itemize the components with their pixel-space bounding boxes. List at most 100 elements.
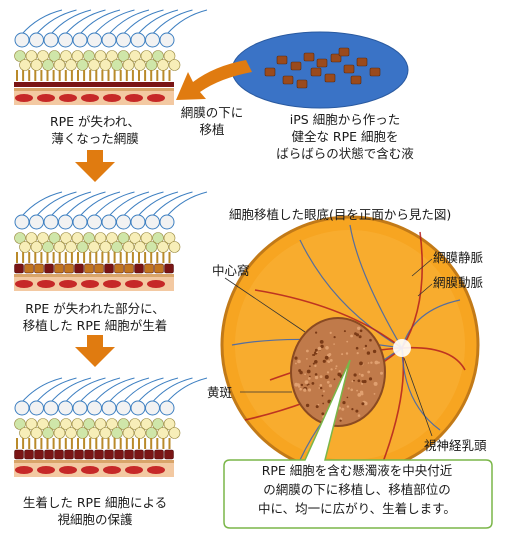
photoreceptor-line xyxy=(137,377,179,403)
speckle xyxy=(367,370,371,374)
cell-body xyxy=(152,418,164,430)
retinal-vein-label: 網膜静脈 xyxy=(433,250,484,265)
speckle xyxy=(312,354,314,356)
speckle xyxy=(361,402,365,406)
rpe-cell xyxy=(24,449,34,460)
speckle xyxy=(346,340,349,343)
leader-vein xyxy=(411,258,433,277)
photoreceptor-line xyxy=(94,377,135,403)
rpe-cell xyxy=(164,449,174,460)
photoreceptor-line xyxy=(108,191,150,217)
speckle xyxy=(355,333,359,337)
speckle xyxy=(321,412,325,416)
cell-body xyxy=(42,427,54,439)
choroid-vessel xyxy=(15,280,33,288)
graft-cell xyxy=(303,52,315,62)
retina-panel-engrafting xyxy=(14,191,208,291)
photoreceptor-nucleus xyxy=(130,214,146,230)
cell-body xyxy=(129,232,141,244)
photoreceptor-nucleus xyxy=(29,32,44,48)
cell-body xyxy=(88,241,100,253)
speckle xyxy=(380,371,383,375)
speckle xyxy=(342,401,346,405)
choroid-vessel xyxy=(81,280,99,288)
transplant-caption-line2: 移植 xyxy=(199,122,225,137)
cell-body xyxy=(99,59,112,71)
photoreceptor-line xyxy=(94,191,135,217)
callout-shape xyxy=(223,359,493,529)
speckle xyxy=(373,393,376,395)
rpe-cell xyxy=(94,449,104,460)
rpe-cell xyxy=(164,263,174,274)
photoreceptor-line xyxy=(36,191,77,217)
speckle xyxy=(314,373,318,376)
speckle xyxy=(368,377,373,381)
cell-body xyxy=(106,50,118,62)
choroid-vessel xyxy=(15,466,33,474)
suspension-ellipse xyxy=(231,31,409,109)
cell-body xyxy=(134,241,146,253)
speckle xyxy=(373,381,378,386)
speckle xyxy=(300,383,304,387)
cell-body xyxy=(117,232,130,244)
choroid-vessel xyxy=(59,466,77,474)
cell-body xyxy=(14,50,26,62)
photoreceptor-line xyxy=(152,191,193,217)
photoreceptor-line xyxy=(123,377,164,403)
callout-line1: RPE 細胞を含む懸濁液を中央付近 xyxy=(261,463,453,478)
photoreceptor-nucleus xyxy=(101,400,117,416)
cell-body xyxy=(19,241,31,253)
cell-body xyxy=(129,50,141,62)
speckle xyxy=(333,336,336,339)
photoreceptor-line xyxy=(152,9,193,35)
speckle xyxy=(357,414,361,417)
rpe-cell xyxy=(44,449,54,460)
speckle xyxy=(308,377,311,380)
choroid-vessel xyxy=(103,280,121,288)
cell-body xyxy=(168,427,181,439)
rpe-cell xyxy=(34,263,44,274)
suspension-caption-line2: 健全な RPE 細胞を xyxy=(291,129,399,144)
graft-area-speckle xyxy=(294,326,383,422)
cell-body xyxy=(122,427,135,439)
callout-box xyxy=(223,359,493,529)
speckle xyxy=(377,361,380,364)
suspension-caption: iPS 細胞から作った 健全な RPE 細胞を ばらばらの状態で含む液 xyxy=(255,111,435,162)
rpe-cell xyxy=(94,263,104,274)
down-arrow-1 xyxy=(75,150,115,182)
choroid-vessel xyxy=(125,466,143,474)
rpe-cell xyxy=(54,449,64,460)
photoreceptor-line xyxy=(79,377,121,403)
photoreceptor-nucleus xyxy=(116,214,131,230)
cell-body xyxy=(25,232,38,244)
choroid-vessel xyxy=(59,280,77,288)
speckle xyxy=(326,371,330,374)
cell-body xyxy=(94,418,107,430)
speckle xyxy=(335,365,338,368)
cell-body xyxy=(111,427,123,439)
speckle xyxy=(346,396,349,399)
choroid-vessel xyxy=(103,466,121,474)
rpe-cell xyxy=(44,263,54,274)
speckle xyxy=(304,380,309,384)
speckle xyxy=(321,394,324,397)
speckle xyxy=(324,375,329,379)
retinal-artery-label: 網膜動脈 xyxy=(433,275,484,290)
photoreceptor-nucleus xyxy=(43,32,59,48)
cell-body xyxy=(129,418,141,430)
speckle xyxy=(356,389,358,392)
speckle xyxy=(320,344,324,349)
photoreceptor-line xyxy=(152,377,193,403)
choroid-vessel xyxy=(147,94,165,102)
rpe-cell xyxy=(154,449,164,460)
graft-cell xyxy=(330,53,342,63)
speckle xyxy=(306,369,311,374)
speckle xyxy=(309,375,311,378)
cell-body xyxy=(48,418,61,430)
transplant-caption-line1: 網膜の下に xyxy=(180,105,244,120)
cell-body xyxy=(65,427,77,439)
photoreceptor-nucleus xyxy=(159,32,175,48)
cell-body xyxy=(42,241,54,253)
speckle xyxy=(314,360,318,364)
photoreceptor-nucleus xyxy=(29,214,44,230)
